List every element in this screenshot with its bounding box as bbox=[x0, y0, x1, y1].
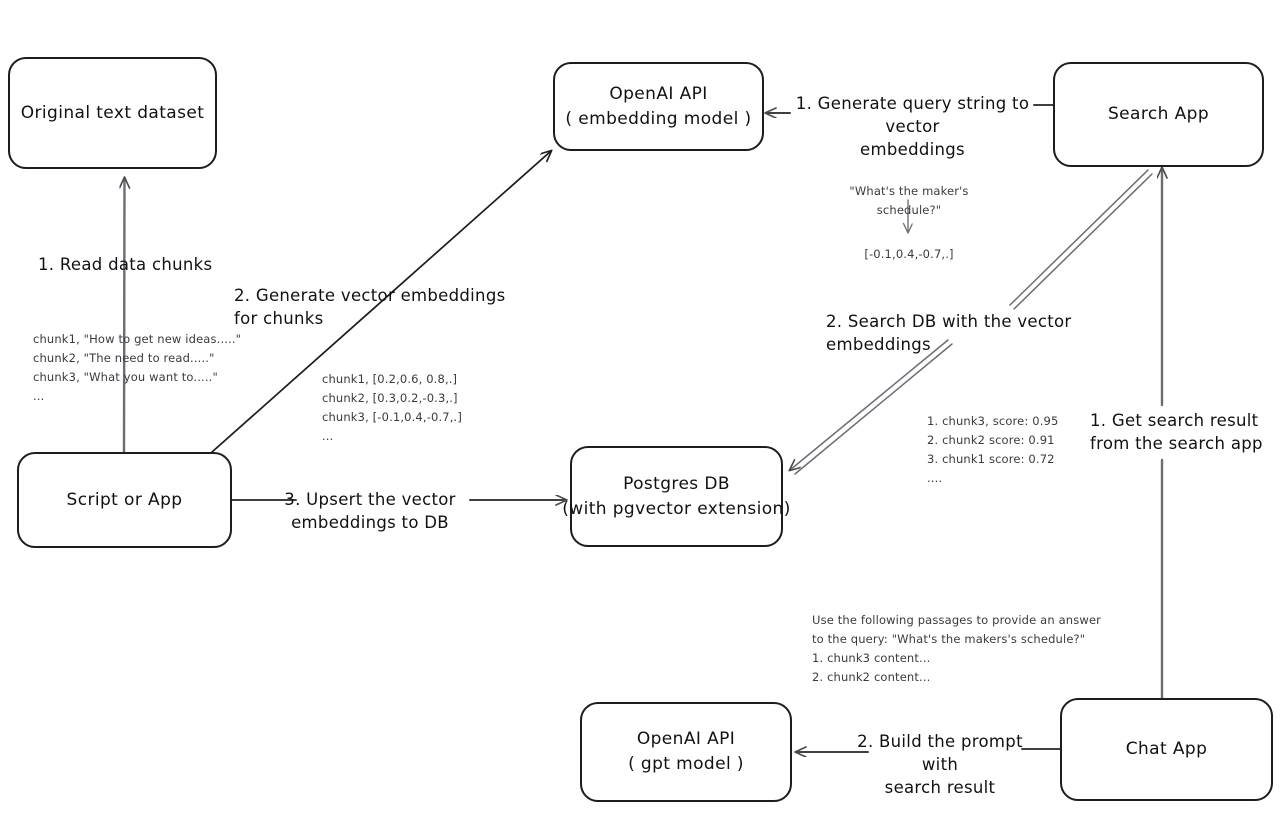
node-original-text-dataset[interactable]: Original text dataset bbox=[8, 57, 217, 169]
note-prompt-sample: Use the following passages to provide an… bbox=[812, 613, 1102, 684]
edge-label-get-search-result: 1. Get search result from the search app bbox=[1090, 411, 1263, 453]
node-postgres-db[interactable]: Postgres DB (with pgvector extension) bbox=[562, 446, 790, 547]
node-openai-api-gpt-model[interactable]: OpenAI API ( gpt model ) bbox=[580, 702, 792, 802]
note-query-text: "What's the maker's schedule?" bbox=[849, 184, 969, 217]
node-search-app[interactable]: Search App bbox=[1053, 62, 1264, 167]
node-label-secondary: ( embedding model ) bbox=[565, 108, 752, 129]
node-label-primary: Postgres DB bbox=[623, 473, 730, 494]
node-label-primary: OpenAI API bbox=[609, 83, 708, 104]
node-script-or-app[interactable]: Script or App bbox=[17, 452, 232, 548]
node-label-secondary: (with pgvector extension) bbox=[562, 498, 791, 519]
node-label-primary: OpenAI API bbox=[636, 729, 736, 750]
note-chunks-sample: chunk1, "How to get new ideas....." chun… bbox=[33, 332, 242, 403]
edge-label-build-prompt: 2. Build the prompt with search result bbox=[857, 732, 1023, 797]
node-label-secondary: ( gpt model ) bbox=[628, 754, 744, 774]
edge-label-read-data-chunks: 1. Read data chunks bbox=[38, 255, 213, 274]
node-openai-api-embedding-model[interactable]: OpenAI API ( embedding model ) bbox=[553, 62, 764, 151]
node-label-primary: Chat App bbox=[1125, 739, 1208, 760]
edge-label-generate-query-embeddings: 1. Generate query string to vector embed… bbox=[795, 94, 1030, 159]
edge-label-search-db: 2. Search DB with the vector embeddings bbox=[826, 312, 1072, 354]
note-query-vector: [-0.1,0.4,-0.7,.] bbox=[864, 247, 954, 261]
connector-read-data-chunks bbox=[124, 178, 125, 454]
node-label-primary: Original text dataset bbox=[20, 102, 205, 123]
note-chunk-vectors: chunk1, [0.2,0.6, 0.8,.] chunk2, [0.3,0.… bbox=[322, 372, 462, 443]
edge-label-generate-embeddings: 2. Generate vector embeddings for chunks bbox=[234, 286, 506, 328]
note-search-scores: 1. chunk3, score: 0.95 2. chunk2 score: … bbox=[927, 414, 1059, 485]
node-chat-app[interactable]: Chat App bbox=[1060, 698, 1273, 801]
node-label-primary: Search App bbox=[1107, 104, 1210, 125]
node-label-primary: Script or App bbox=[66, 489, 183, 510]
edge-label-upsert-to-db: 3. Upsert the vector embeddings to DB bbox=[284, 490, 456, 532]
